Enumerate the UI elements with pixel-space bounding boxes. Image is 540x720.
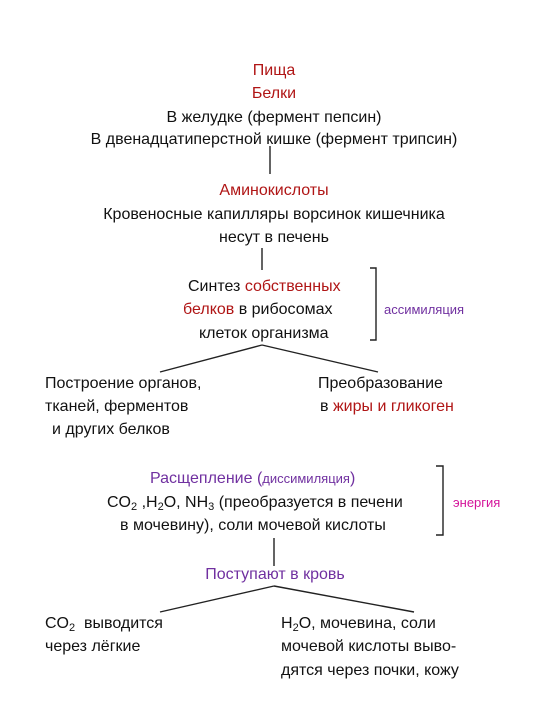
transform-line-1: Преобразование [318,375,443,392]
connector-synthesis-transform [261,344,379,373]
kidneys-line-2: мочевой кислоты выво- [281,638,457,655]
capillaries-line-2: несут в печень [219,229,329,246]
connector-blood-lungs [159,585,275,613]
amino-acids-label: Аминокислоты [219,182,329,199]
connector-blood-kidneys [273,585,415,613]
energy-label: энергия [453,495,501,510]
synthesis-line-3: клеток организма [199,325,329,342]
lungs-line-1: CO2 выводится [45,615,163,634]
synthesis-line-1: Синтез собственных [188,278,341,295]
building-line-3: и других белков [52,421,170,438]
blood-label: Поступают в кровь [205,566,345,583]
food-label: Пища [252,62,296,79]
assimilation-label: ассимиляция [384,302,465,317]
breakdown-line-3: в мочевину), соли мочевой кислоты [120,517,386,534]
bracket-energy [436,465,444,536]
transform-line-2: в жиры и гликоген [320,398,454,415]
kidneys-line-1: H2O, мочевина, соли [281,615,436,634]
capillaries-line-1: Кровеносные капилляры ворсинок кишечника [103,206,445,223]
breakdown-line-1: Расщепление (диссимиляция) [150,470,356,487]
building-line-1: Построение органов, [45,375,202,392]
duodenum-label: В двенадцатиперстной кишке (фермент трип… [90,131,458,148]
lungs-line-2: через лёгкие [45,638,141,655]
proteins-label: Белки [251,85,297,102]
building-line-2: тканей, ферментов [45,398,189,415]
bracket-assimilation [370,267,377,341]
stomach-label: В желудке (фермент пепсин) [166,109,382,126]
breakdown-line-2: CO2 ,H2O, NH3 (преобразуется в печени [107,494,403,513]
connector-synthesis-building [159,344,263,373]
kidneys-line-3: дятся через почки, кожу [281,662,459,679]
synthesis-line-2: белков в рибосомах [183,301,333,318]
